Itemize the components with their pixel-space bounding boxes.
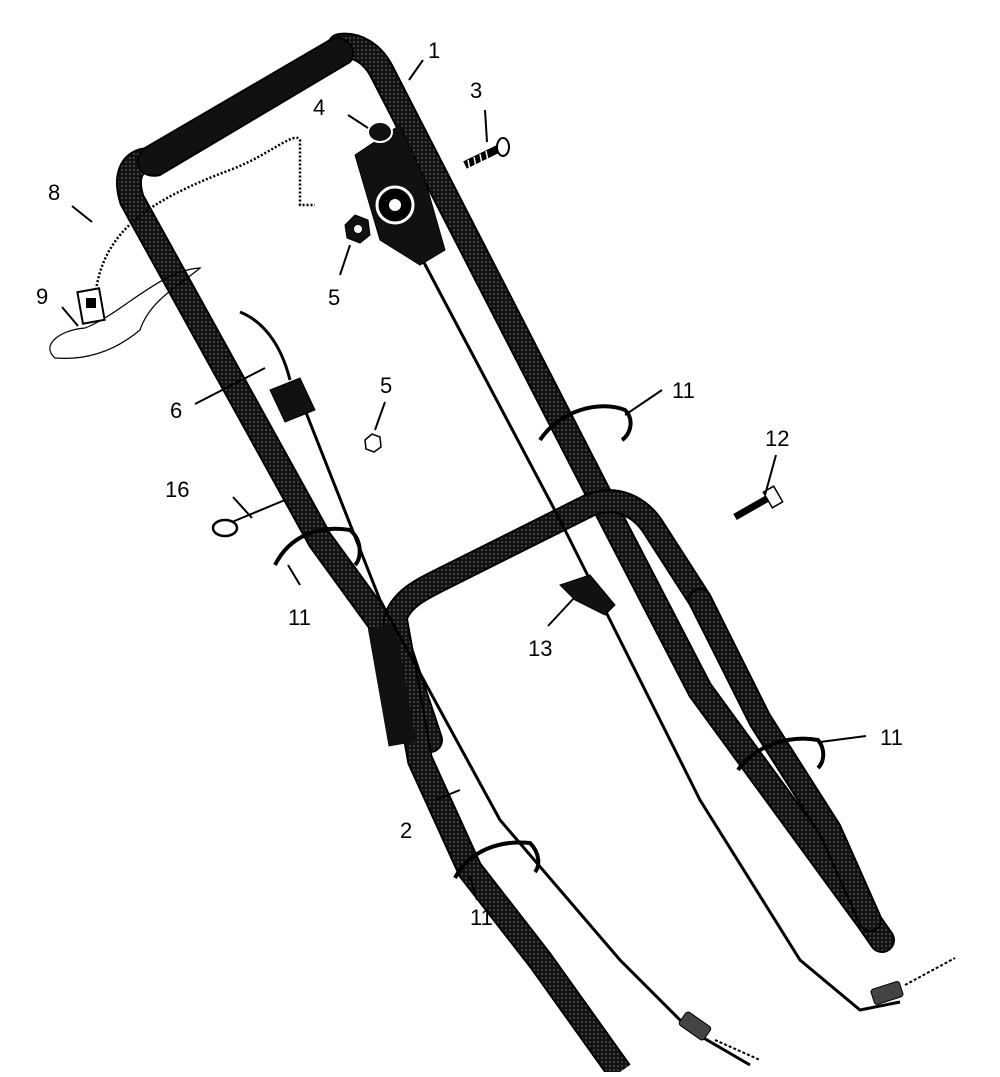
- safety-key: [49, 267, 202, 359]
- callout-16: 16: [165, 477, 189, 502]
- grip-foam: [136, 37, 355, 177]
- callout-12: 12: [765, 426, 789, 451]
- leader-lines: [61, 59, 867, 901]
- upper-handle: [116, 32, 895, 953]
- callout-9: 9: [36, 284, 48, 309]
- callout-4: 4: [313, 95, 325, 120]
- callout-11-left: 11: [288, 605, 311, 630]
- carriage-bolt: [463, 137, 510, 171]
- callout-11-right: 11: [880, 725, 903, 750]
- cable-guide: [269, 377, 316, 423]
- callout-13: 13: [528, 636, 552, 661]
- callout-8: 8: [48, 180, 60, 205]
- lower-handle: [367, 489, 882, 1077]
- callout-3: 3: [470, 78, 482, 103]
- callout-2: 2: [400, 818, 412, 843]
- lock-nuts: [344, 214, 382, 453]
- callout-5-lower: 5: [380, 373, 392, 398]
- callout-1: 1: [428, 38, 440, 63]
- throttle-control: [354, 121, 446, 266]
- cable-fittings: [678, 957, 956, 1061]
- wing-knob: [559, 574, 616, 616]
- hair-pin: [211, 499, 286, 538]
- callout-6: 6: [170, 398, 182, 423]
- cable-clips: [273, 404, 826, 879]
- callout-11-bottom: 11: [470, 905, 493, 930]
- callout-labels: 1 2 3 4 5 5 6 8 9 11 11 11 11 12 13 16: [36, 38, 903, 930]
- callout-5-upper: 5: [328, 285, 340, 310]
- hex-bolt: [733, 485, 784, 521]
- callout-11-upper: 11: [672, 378, 695, 403]
